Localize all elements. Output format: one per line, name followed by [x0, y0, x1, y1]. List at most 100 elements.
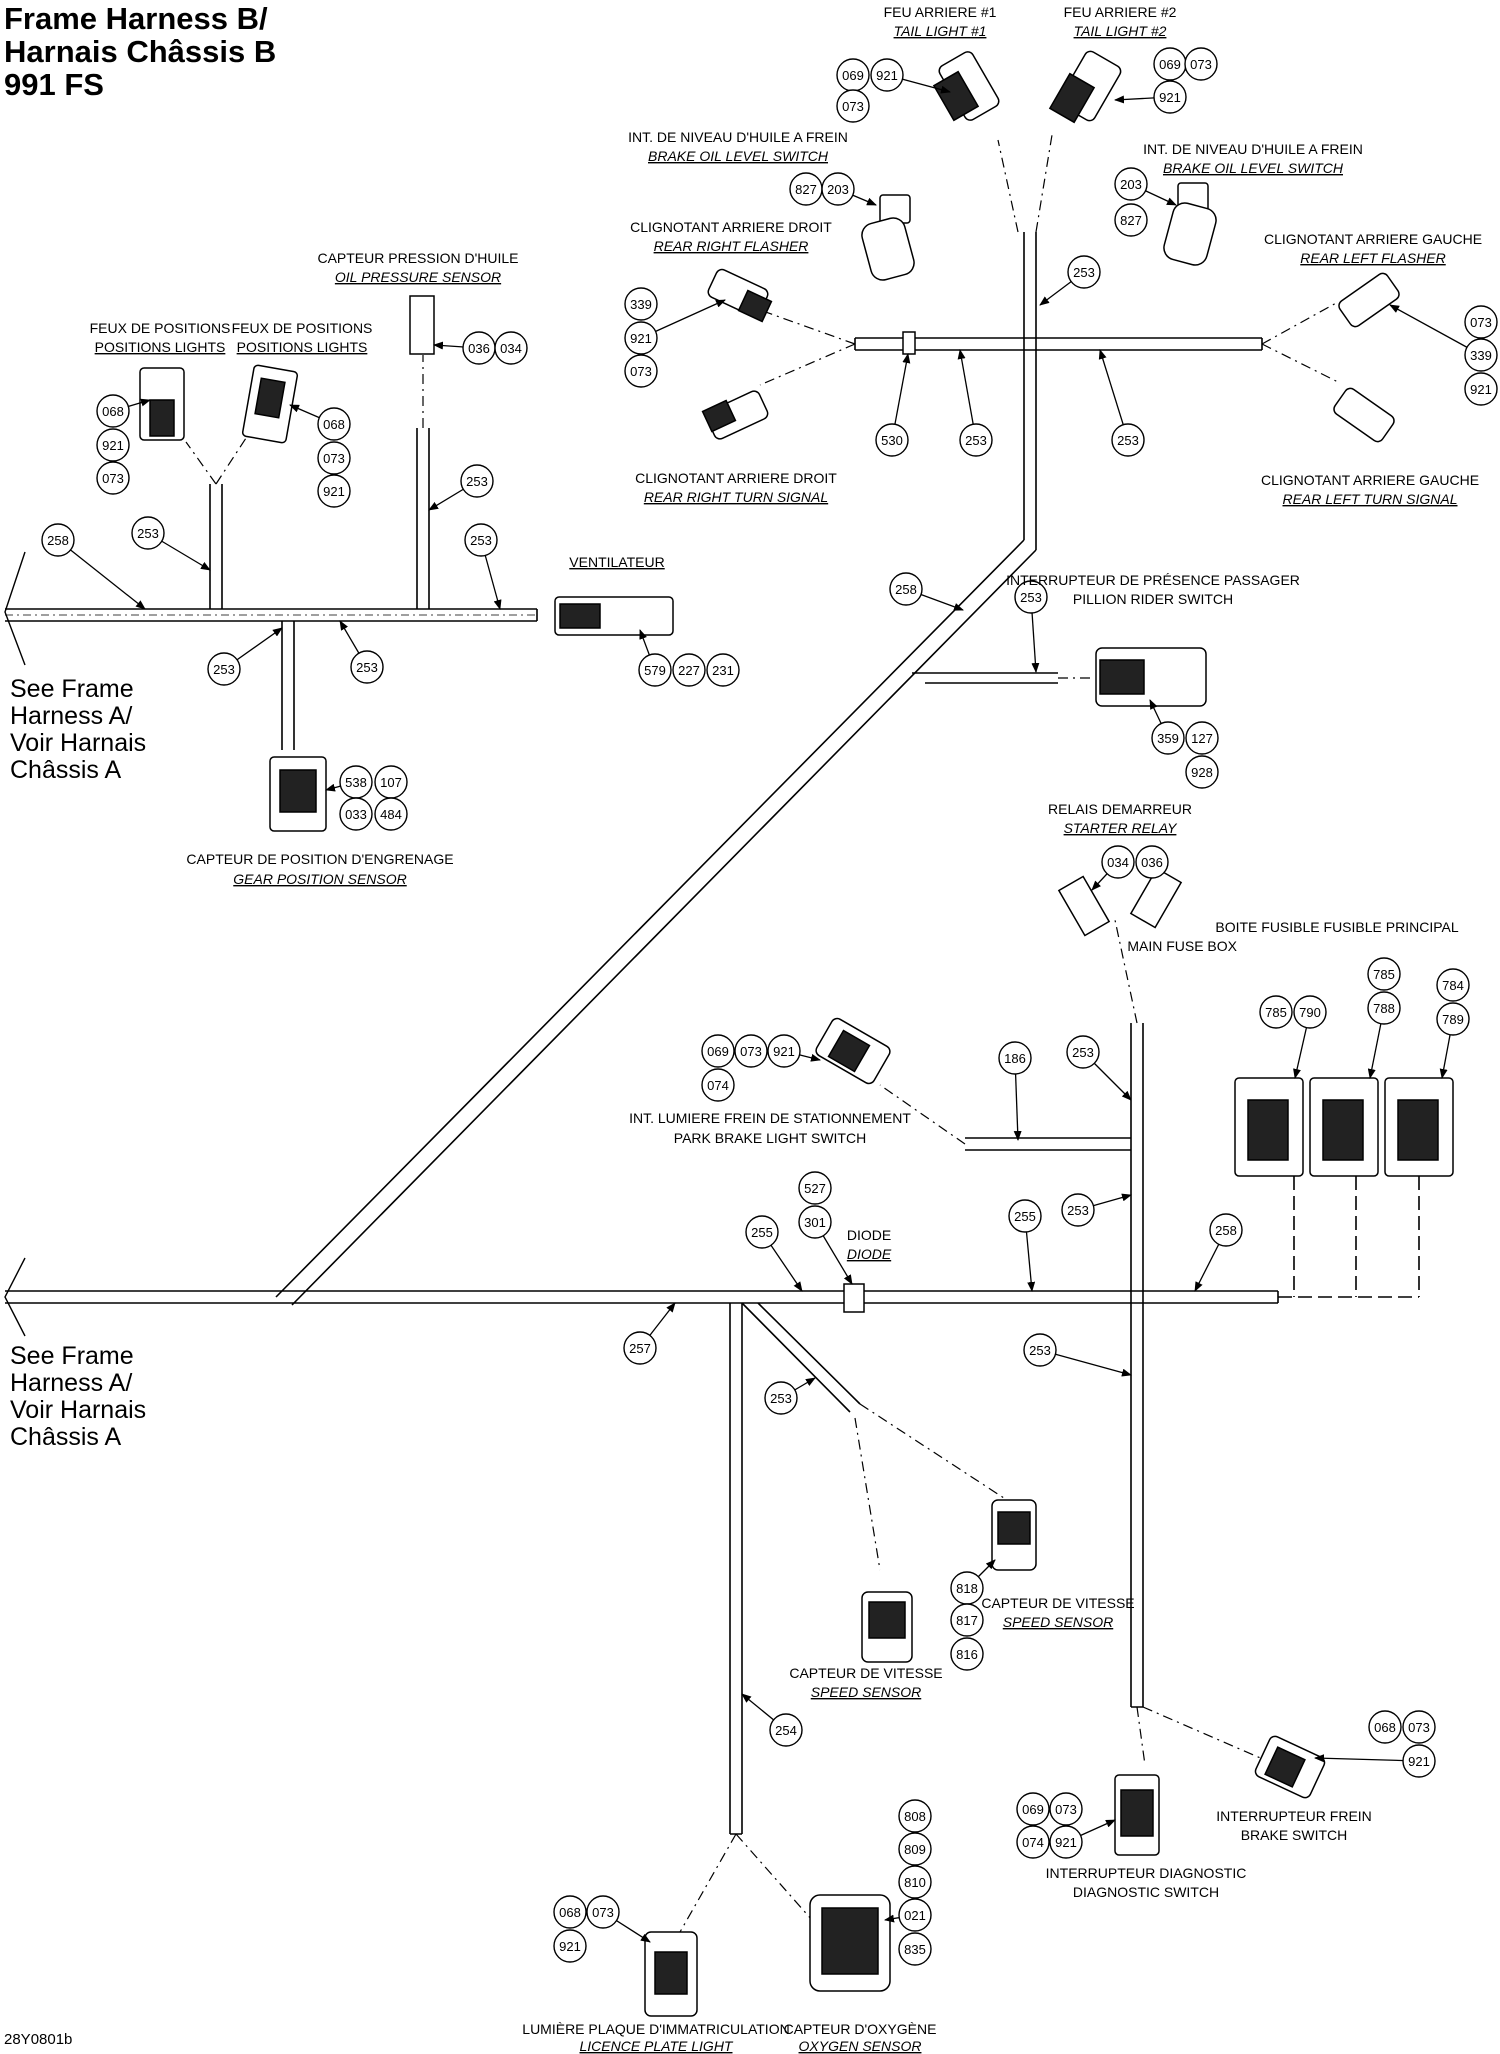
callout-circle [898, 1932, 932, 1966]
callout-number: 073 [323, 451, 345, 466]
callout-circle [1367, 991, 1401, 1025]
callout-number: 921 [1159, 90, 1181, 105]
splice-530 [902, 331, 916, 355]
callout-number: 538 [345, 775, 367, 790]
callout-circle [1402, 1710, 1436, 1744]
see-frame-harness-note-upper: See Frame Harness A/ Voir Harnais Châssi… [10, 676, 146, 784]
pillion-label-fr: INTERRUPTEUR DE PRÉSENCE PASSAGER [1006, 572, 1300, 588]
callout-circle [1436, 968, 1470, 1002]
brake-oil-left-label-en: BRAKE OIL LEVEL SWITCH [648, 148, 829, 164]
callout-circle [1367, 957, 1401, 991]
callout-circle [898, 1865, 932, 1899]
callout-circle [623, 1331, 657, 1365]
title-line-3: 991 FS [4, 67, 104, 102]
callout-number: 258 [895, 582, 917, 597]
position-lights-right-label-en: POSITIONS LIGHTS [237, 339, 368, 355]
callout-circle [638, 653, 672, 687]
callout-number: 788 [1373, 1001, 1395, 1016]
park-brake-connector [815, 1017, 891, 1085]
harness-branch-position-lights [209, 484, 223, 609]
callout-circle [821, 172, 855, 206]
callout-number: 033 [345, 807, 367, 822]
callout-number: 036 [468, 341, 490, 356]
callout-circle [96, 461, 130, 495]
callout-number: 073 [1190, 57, 1212, 72]
gear-position-label-fr: CAPTEUR DE POSITION D'ENGRENAGE [186, 851, 453, 867]
speed-sensor-lower-label-fr: CAPTEUR DE VITESSE [789, 1665, 942, 1681]
callout-circle [998, 1041, 1032, 1075]
callout-number: 253 [1117, 433, 1139, 448]
callout-circle [1259, 995, 1293, 1029]
callout-circle [317, 474, 351, 508]
fan-connector [554, 596, 674, 636]
callout-circle [317, 441, 351, 475]
fan-label: VENTILATEUR [569, 554, 664, 570]
diag-switch-label-fr: INTERRUPTEUR DIAGNOSTIC [1046, 1865, 1247, 1881]
see-note-line: Châssis A [10, 756, 122, 784]
callout-circle [706, 653, 740, 687]
diode-label-fr: DIODE [847, 1227, 891, 1243]
brake-oil-left-connector [861, 194, 915, 281]
callout-circle [950, 1603, 984, 1637]
licence-plate-label-fr: LUMIÈRE PLAQUE D'IMMATRICULATION [522, 2021, 789, 2037]
oxygen-sensor-connector [809, 1894, 891, 1992]
callout-circle [1368, 1710, 1402, 1744]
rear-left-flasher-label-fr: CLIGNOTANT ARRIERE GAUCHE [1264, 231, 1482, 247]
starter-relay-connectors [1057, 867, 1183, 937]
pillion-connector [1095, 647, 1207, 707]
callout-number: 789 [1442, 1012, 1464, 1027]
callout-circle [1464, 305, 1498, 339]
callout-circle [734, 1034, 768, 1068]
callout-circle [764, 1381, 798, 1415]
connector-shapes [139, 50, 1454, 2017]
callout-number: 073 [1408, 1720, 1430, 1735]
harness-diagonal [275, 539, 1037, 1306]
starter-relay-label-fr: RELAIS DEMARREUR [1048, 801, 1192, 817]
callout-circle [959, 423, 993, 457]
oil-pressure-label-fr: CAPTEUR PRESSION D'HUILE [317, 250, 518, 266]
callout-number: 339 [1470, 348, 1492, 363]
callout-circle [1061, 1193, 1095, 1227]
callout-circle [624, 287, 658, 321]
callout-number: 530 [881, 433, 903, 448]
callout-circle [1008, 1199, 1042, 1233]
position-lights-left-label-en: POSITIONS LIGHTS [95, 339, 226, 355]
see-arrow-lower [4, 1257, 26, 1337]
component-labels: FEU ARRIERE #1 TAIL LIGHT #1 FEU ARRIERE… [90, 4, 1482, 2054]
callout-number: 107 [380, 775, 402, 790]
callout-number: 231 [712, 663, 734, 678]
callout-number: 253 [1020, 590, 1042, 605]
callout-number: 034 [500, 341, 522, 356]
callout-number: 074 [707, 1078, 729, 1093]
callout-circle [586, 1895, 620, 1929]
callout-circle [701, 1068, 735, 1102]
callout-number: 816 [956, 1647, 978, 1662]
rear-left-flasher-connector [1338, 272, 1400, 328]
callout-number: 068 [1374, 1720, 1396, 1735]
callout-number: 034 [1107, 855, 1129, 870]
harness-branch-pillion [912, 672, 1058, 684]
brake-switch-connector [1254, 1735, 1326, 1799]
diag-switch-connector [1114, 1774, 1160, 1856]
callout-number: 484 [380, 807, 402, 822]
licence-plate-connector [644, 1931, 698, 2017]
rear-left-flasher-label-en: REAR LEFT FLASHER [1300, 250, 1445, 266]
callout-number: 073 [1470, 315, 1492, 330]
callout-number: 921 [773, 1044, 795, 1059]
see-frame-harness-note-lower: See Frame Harness A/ Voir Harnais Châssi… [10, 1343, 146, 1451]
connector-leads [185, 134, 1339, 1933]
position-lights-right-connector [241, 364, 299, 444]
callout-circle [553, 1895, 587, 1929]
position-lights-left-connector [139, 367, 185, 441]
callout-number: 785 [1265, 1005, 1287, 1020]
oil-pressure-connector [409, 295, 435, 355]
callout-number: 253 [1029, 1343, 1051, 1358]
callout-number: 021 [904, 1908, 926, 1923]
see-note-line: Voir Harnais [10, 1396, 147, 1424]
brake-oil-right-label-fr: INT. DE NIVEAU D'HUILE A FREIN [1143, 141, 1363, 157]
callout-number: 069 [707, 1044, 729, 1059]
callout-leader [1389, 304, 1482, 356]
callout-number: 301 [804, 1215, 826, 1230]
callout-circle [460, 464, 494, 498]
callout-number: 073 [630, 364, 652, 379]
